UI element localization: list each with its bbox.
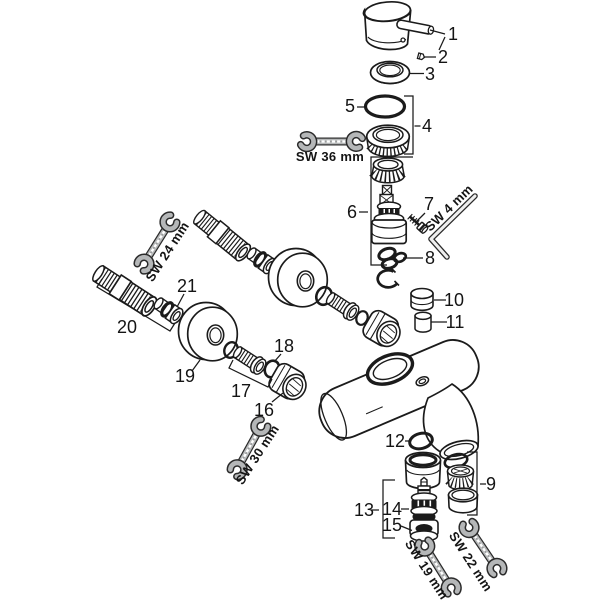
bracket-9 (467, 451, 478, 516)
label-part-3: 3 (425, 64, 435, 84)
label-part-2: 2 (438, 47, 448, 67)
part-3-trim-ring (369, 60, 411, 85)
part-5-o-ring (363, 94, 407, 119)
label-part-16: 16 (254, 400, 274, 420)
label-part-11: 11 (446, 312, 465, 332)
part-11-sleeve (414, 311, 432, 333)
leader-15 (400, 525, 413, 532)
bracket-6 (370, 156, 413, 266)
cartridge-opening (365, 352, 415, 386)
wrench-sw36 (301, 135, 363, 149)
leader-16 (271, 392, 284, 403)
label-part-13: 13 (354, 500, 374, 520)
leader-1 (429, 29, 446, 35)
label-part-5: 5 (345, 96, 355, 116)
bracket-17 (228, 359, 273, 388)
label-part-21: 21 (177, 276, 197, 296)
part-2-set-screw (416, 52, 426, 61)
aerator-sleeve (447, 487, 479, 514)
leader-1-2-link (438, 36, 446, 51)
bracket-4 (404, 95, 414, 155)
aerator-housing (404, 451, 442, 490)
part-9-aerator-group (443, 452, 479, 514)
label-part-19: 19 (175, 366, 195, 386)
leader-21 (176, 293, 185, 308)
leader-7 (415, 212, 426, 223)
label-part-4: 4 (422, 116, 432, 136)
label-part-9: 9 (486, 474, 496, 494)
s-union-upper (191, 207, 254, 263)
label-sw19: SW 19 mm (402, 537, 452, 600)
aerator-insert (445, 464, 475, 491)
part-1-handle (362, 0, 435, 51)
label-part-1: 1 (448, 24, 458, 44)
part-16-union-nut (265, 359, 313, 406)
label-part-6: 6 (347, 202, 357, 222)
label-part-8: 8 (425, 248, 435, 268)
part-12-o-ring (408, 431, 434, 451)
label-part-20: 20 (117, 317, 137, 337)
upper-s-union-group (191, 207, 407, 353)
retaining-clip (376, 267, 400, 289)
label-part-14: 14 (382, 499, 402, 519)
part-7-screw (407, 213, 429, 234)
cartridge-cap-nut (369, 157, 407, 184)
part-4-ring-nut (365, 124, 411, 158)
part-10-sleeve (410, 287, 434, 312)
leader-lines (96, 29, 486, 539)
bracket-13 (382, 479, 395, 539)
bracket-20 (96, 278, 176, 332)
spout (422, 383, 480, 461)
part-number-labels: 1 2 3 4 5 6 7 8 9 10 11 12 13 14 15 16 1… (117, 24, 496, 535)
label-part-7: 7 (424, 194, 434, 214)
label-part-17: 17 (231, 381, 251, 401)
part-8-seal-set (377, 246, 408, 270)
cartridge-body (370, 184, 408, 245)
label-part-12: 12 (385, 431, 405, 451)
label-sw36: SW 36 mm (296, 149, 364, 164)
o-ring-small-upper (355, 310, 369, 326)
label-part-15: 15 (382, 515, 402, 535)
part-13-diverter-assembly (409, 476, 439, 542)
leader-19 (191, 359, 201, 372)
faucet-body (318, 339, 480, 461)
label-part-10: 10 (444, 290, 464, 310)
label-part-18: 18 (274, 336, 294, 356)
allen-key-sw4 (428, 193, 478, 260)
part-19-escutcheon (177, 301, 239, 362)
escutcheon-upper (267, 247, 329, 308)
part-6-cartridge-group (369, 157, 408, 245)
leader-18 (273, 353, 282, 363)
